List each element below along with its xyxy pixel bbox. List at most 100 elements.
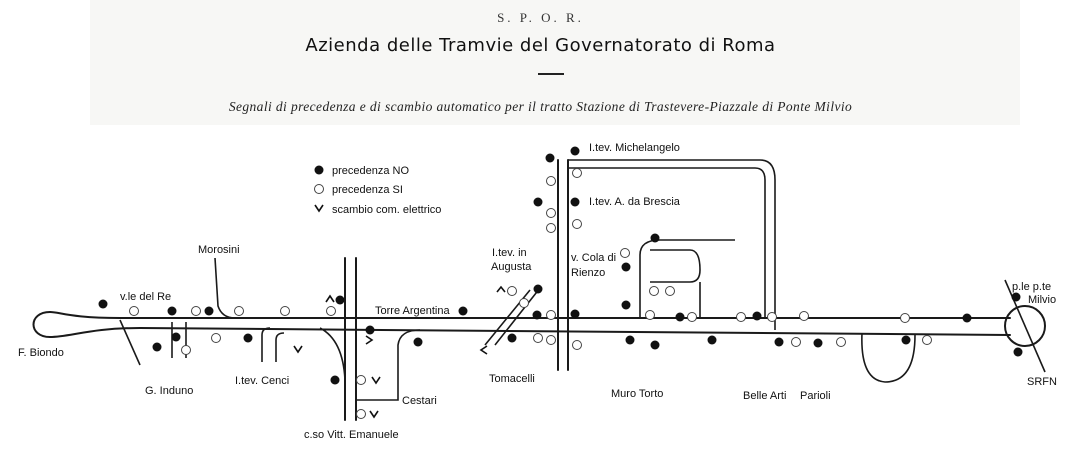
branch-cenci <box>261 327 285 362</box>
signal-no <box>171 332 181 342</box>
label-morosini: Morosini <box>198 244 240 256</box>
label-cola-1: v. Cola di <box>571 252 616 264</box>
label-milvio-2: Milvio <box>1028 294 1056 306</box>
line-milvio <box>1004 279 1046 373</box>
signal-no <box>813 338 823 348</box>
signal-no <box>458 306 468 316</box>
legend-no-symbol <box>314 165 324 175</box>
branch-induno <box>119 319 141 366</box>
label-michelangelo: I.tev. Michelangelo <box>589 142 680 154</box>
signal-no <box>98 299 108 309</box>
label-srfn: SRFN <box>1027 376 1057 388</box>
signal-no <box>533 284 543 294</box>
signal-no <box>650 233 660 243</box>
signal-no <box>621 262 631 272</box>
signal-si <box>620 248 630 258</box>
legend-switch-label: scambio com. elettrico <box>332 204 441 216</box>
signal-no <box>167 306 177 316</box>
signal-no <box>570 309 580 319</box>
switch-chevron <box>293 345 303 354</box>
signal-no <box>335 295 345 305</box>
signal-si <box>546 310 556 320</box>
label-vittorio: c.so Vitt. Emanuele <box>304 429 399 441</box>
signal-si <box>191 306 201 316</box>
signal-si <box>129 306 139 316</box>
signal-si <box>649 286 659 296</box>
signal-si <box>356 375 366 385</box>
signal-si <box>736 312 746 322</box>
signal-no <box>243 333 253 343</box>
signal-no <box>901 335 911 345</box>
signal-no <box>532 310 542 320</box>
signal-no <box>962 313 972 323</box>
signal-si <box>799 311 809 321</box>
signal-si <box>767 312 777 322</box>
label-parioli: Parioli <box>800 390 831 402</box>
loop-biondo <box>32 311 51 338</box>
label-cola-2: Rienzo <box>571 267 605 279</box>
label-induno: G. Induno <box>145 385 193 397</box>
signal-no <box>570 197 580 207</box>
signal-no <box>365 325 375 335</box>
signal-si <box>791 337 801 347</box>
signal-si <box>326 306 336 316</box>
signal-no <box>545 153 555 163</box>
signal-si <box>181 345 191 355</box>
loop-cestari <box>356 329 421 401</box>
signal-si <box>507 286 517 296</box>
label-augusta-1: I.tev. in <box>492 247 527 259</box>
signal-no <box>330 375 340 385</box>
signal-no <box>707 335 717 345</box>
switch-chevron <box>371 376 381 385</box>
signal-no <box>1011 292 1021 302</box>
label-tomacelli: Tomacelli <box>489 373 535 385</box>
signal-si <box>665 286 675 296</box>
label-biondo: F. Biondo <box>18 347 64 359</box>
signal-si <box>922 335 932 345</box>
signal-no <box>507 333 517 343</box>
signal-no <box>570 146 580 156</box>
loop-michelangelo <box>568 159 776 330</box>
signal-si <box>211 333 221 343</box>
switch-chevron <box>325 294 335 303</box>
signal-si <box>546 208 556 218</box>
label-augusta-2: Augusta <box>491 261 532 273</box>
label-argentina: Torre Argentina <box>375 305 450 317</box>
signal-no <box>1013 347 1023 357</box>
header-divider <box>538 73 564 75</box>
signal-no <box>650 340 660 350</box>
signal-no <box>774 337 784 347</box>
branch-morosini <box>214 257 236 319</box>
signal-no <box>621 300 631 310</box>
signal-si <box>519 298 529 308</box>
curve-vittorio <box>319 327 346 381</box>
switch-chevron <box>479 345 488 355</box>
main-track-lower <box>49 327 1011 338</box>
switch-chevron <box>369 410 379 419</box>
loop-parioli <box>861 332 916 383</box>
legend-no-label: precedenza NO <box>332 165 409 177</box>
signal-si <box>356 409 366 419</box>
loop-milvio <box>1004 305 1046 347</box>
signal-si <box>546 176 556 186</box>
label-vle-re: v.le del Re <box>120 291 171 303</box>
signal-si <box>572 168 582 178</box>
header-company: Azienda delle Tramvie del Governatorato … <box>305 35 776 56</box>
signal-si <box>546 223 556 233</box>
signal-si <box>645 310 655 320</box>
signal-si <box>546 335 556 345</box>
signal-si <box>533 333 543 343</box>
label-milvio-1: p.le p.te <box>1012 281 1051 293</box>
signal-si <box>900 313 910 323</box>
legend-si-symbol <box>314 184 324 194</box>
signal-si <box>687 312 697 322</box>
signal-no <box>752 311 762 321</box>
label-cestari: Cestari <box>402 395 437 407</box>
signal-si <box>280 306 290 316</box>
label-cenci: I.tev. Cenci <box>235 375 289 387</box>
signal-si <box>572 219 582 229</box>
signal-no <box>204 306 214 316</box>
signal-no <box>533 197 543 207</box>
